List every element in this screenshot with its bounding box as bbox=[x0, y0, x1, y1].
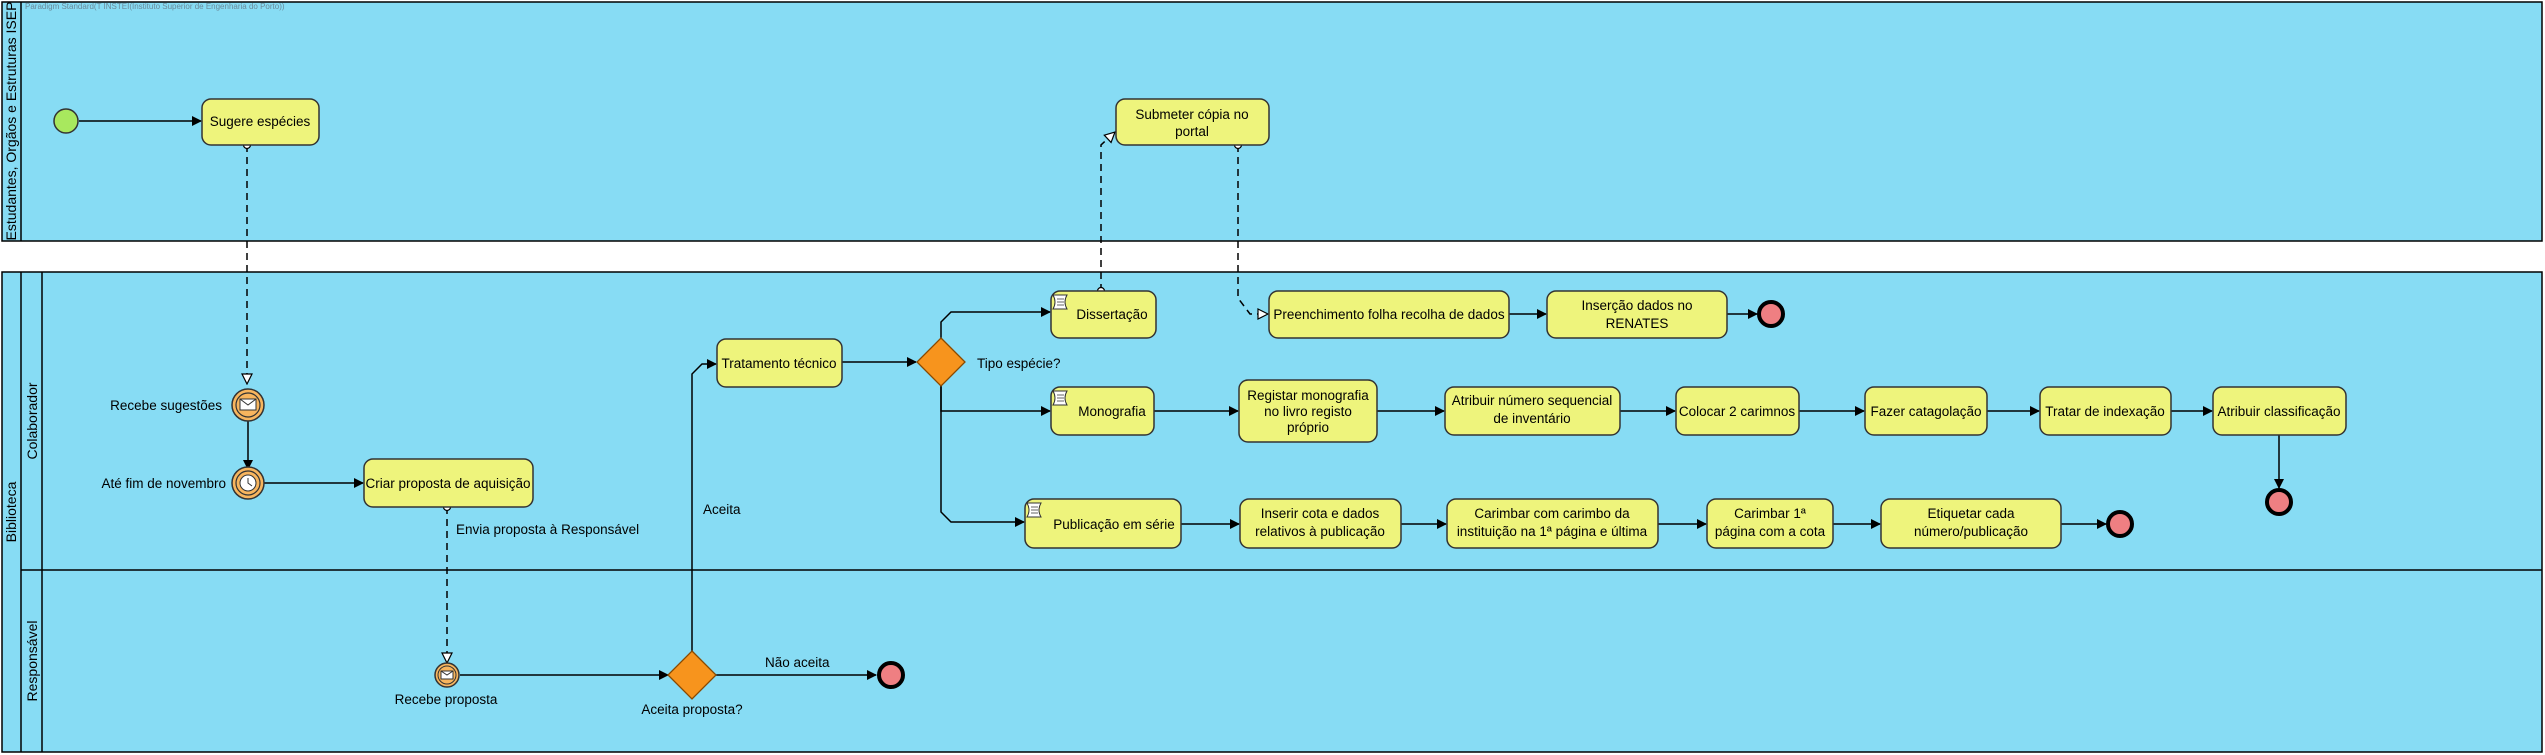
message-flow-dissertacao bbox=[1100, 132, 1115, 291]
svg-text:Carimbar 1ª: Carimbar 1ª bbox=[1734, 506, 1807, 521]
svg-text:Preenchimento folha recolha de: Preenchimento folha recolha de dados bbox=[1273, 307, 1504, 322]
task-atribuir-numero: Atribuir número sequencial de inventário bbox=[1444, 386, 1621, 436]
svg-text:Fazer catagolação: Fazer catagolação bbox=[1870, 404, 1981, 419]
label-nao-aceita: Não aceita bbox=[765, 655, 830, 670]
svg-text:Submeter cópia no: Submeter cópia no bbox=[1135, 107, 1248, 122]
task-fazer-catalogacao: Fazer catagolação bbox=[1864, 386, 1988, 436]
sequence-flows bbox=[79, 116, 2284, 680]
svg-text:Tratar de indexação: Tratar de indexação bbox=[2045, 404, 2165, 419]
end-event-monografia bbox=[2265, 488, 2293, 516]
message-event-sugestoes bbox=[231, 388, 265, 422]
task-preenchimento: Preenchimento folha recolha de dados bbox=[1268, 290, 1510, 339]
svg-text:Inserir cota e dados: Inserir cota e dados bbox=[1261, 506, 1380, 521]
svg-text:Etiquetar cada: Etiquetar cada bbox=[1927, 506, 2015, 521]
label-recebe-proposta: Recebe proposta bbox=[395, 692, 498, 707]
svg-text:Monografia: Monografia bbox=[1078, 404, 1146, 419]
task-dissertacao: Dissertação bbox=[1050, 290, 1157, 339]
message-event-proposta bbox=[434, 662, 460, 688]
start-event bbox=[53, 108, 79, 134]
gateway-tipo-especie bbox=[916, 337, 966, 387]
timer-event bbox=[231, 466, 265, 500]
label-ate-fim: Até fim de novembro bbox=[101, 476, 226, 491]
envelope-icon bbox=[239, 398, 257, 411]
gateway-aceita-proposta bbox=[667, 650, 717, 700]
svg-text:Carimbar com carimbo da: Carimbar com carimbo da bbox=[1474, 506, 1630, 521]
task-carimbar-instituicao: Carimbar com carimbo da instituição na 1… bbox=[1446, 498, 1659, 549]
svg-text:relativos à publicação: relativos à publicação bbox=[1255, 524, 1385, 539]
svg-text:Dissertação: Dissertação bbox=[1076, 307, 1147, 322]
lane-responsavel-title: Responsável bbox=[24, 621, 40, 702]
svg-text:Atribuir classificação: Atribuir classificação bbox=[2217, 404, 2340, 419]
end-event-publicacao bbox=[2106, 510, 2134, 538]
envelope-icon bbox=[440, 670, 454, 680]
svg-text:página com a cota: página com a cota bbox=[1715, 524, 1826, 539]
task-colocar-carimbos: Colocar 2 carimnos bbox=[1675, 386, 1800, 436]
svg-text:Registar monografia: Registar monografia bbox=[1247, 388, 1369, 403]
watermark: Paradigm Standard(T INSTEI(Instituto Sup… bbox=[25, 2, 285, 11]
pool-biblioteca-title: Biblioteca bbox=[3, 481, 19, 542]
clock-icon bbox=[239, 474, 257, 492]
task-publicacao-serie: Publicação em série bbox=[1024, 498, 1182, 549]
svg-text:portal: portal bbox=[1175, 124, 1209, 139]
label-tipo-especie: Tipo espécie? bbox=[977, 356, 1061, 371]
svg-text:no livro registo: no livro registo bbox=[1264, 404, 1352, 419]
svg-text:próprio: próprio bbox=[1287, 420, 1329, 435]
task-criar-proposta: Criar proposta de aquisição bbox=[363, 458, 534, 508]
task-insercao-renates: Inserção dados no RENATES bbox=[1546, 290, 1728, 339]
task-carimbar-cota: Carimbar 1ª página com a cota bbox=[1706, 498, 1834, 549]
task-monografia: Monografia bbox=[1050, 386, 1155, 436]
svg-text:de inventário: de inventário bbox=[1493, 411, 1570, 426]
svg-text:instituição na 1ª página e últ: instituição na 1ª página e última bbox=[1457, 524, 1648, 539]
svg-text:número/publicação: número/publicação bbox=[1914, 524, 2028, 539]
script-icon bbox=[1026, 502, 1042, 518]
task-tratamento-tecnico: Tratamento técnico bbox=[716, 338, 843, 388]
svg-text:Colocar 2 carimnos: Colocar 2 carimnos bbox=[1679, 404, 1796, 419]
svg-text:RENATES: RENATES bbox=[1606, 316, 1669, 331]
pool-estudantes-title: Estudantes, Orgãos e Estruturas ISEP bbox=[3, 2, 19, 241]
lane-colaborador-title: Colaborador bbox=[24, 382, 40, 459]
label-envia-proposta: Envia proposta à Responsável bbox=[456, 522, 639, 537]
script-icon bbox=[1052, 294, 1068, 310]
end-event-nao-aceita bbox=[877, 661, 905, 689]
script-icon bbox=[1052, 390, 1068, 406]
svg-text:Criar proposta de aquisição: Criar proposta de aquisição bbox=[365, 476, 530, 491]
svg-text:Inserção dados no: Inserção dados no bbox=[1581, 298, 1692, 313]
task-etiquetar: Etiquetar cada número/publicação bbox=[1880, 498, 2062, 549]
task-atribuir-classificacao: Atribuir classificação bbox=[2212, 386, 2347, 436]
end-event-renates bbox=[1757, 300, 1785, 328]
label-aceita-proposta: Aceita proposta? bbox=[641, 702, 742, 717]
label-recebe-sugestoes: Recebe sugestões bbox=[110, 398, 222, 413]
task-submeter-copia: Submeter cópia no portal bbox=[1115, 98, 1270, 146]
task-registar-monografia: Registar monografia no livro registo pró… bbox=[1238, 379, 1378, 443]
svg-text:Sugere espécies: Sugere espécies bbox=[210, 114, 311, 129]
message-flow-portal bbox=[1237, 145, 1268, 314]
task-inserir-cota: Inserir cota e dados relativos à publica… bbox=[1239, 498, 1402, 549]
svg-text:Atribuir número sequencial: Atribuir número sequencial bbox=[1452, 393, 1613, 408]
svg-text:Tratamento técnico: Tratamento técnico bbox=[721, 356, 836, 371]
svg-text:Publicação em série: Publicação em série bbox=[1053, 517, 1175, 532]
task-tratar-indexacao: Tratar de indexação bbox=[2039, 386, 2172, 436]
task-sugere-especies: Sugere espécies bbox=[201, 98, 320, 146]
label-aceita: Aceita bbox=[703, 502, 741, 517]
pool-estudantes: Estudantes, Orgãos e Estruturas ISEP Par… bbox=[1, 1, 2543, 242]
